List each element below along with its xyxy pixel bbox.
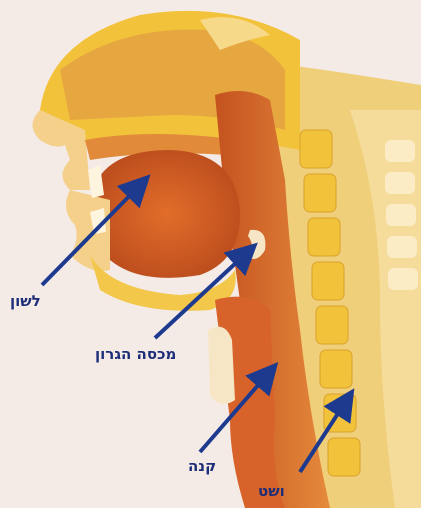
upper-teeth xyxy=(88,165,104,198)
label-tongue: לשון xyxy=(10,292,41,310)
label-trachea: קנה xyxy=(188,457,216,475)
label-epiglottis: מכסה הגרון xyxy=(95,345,176,363)
tongue xyxy=(94,150,240,278)
thyroid-cartilage xyxy=(208,327,235,404)
label-esophagus: ושט xyxy=(258,482,285,500)
